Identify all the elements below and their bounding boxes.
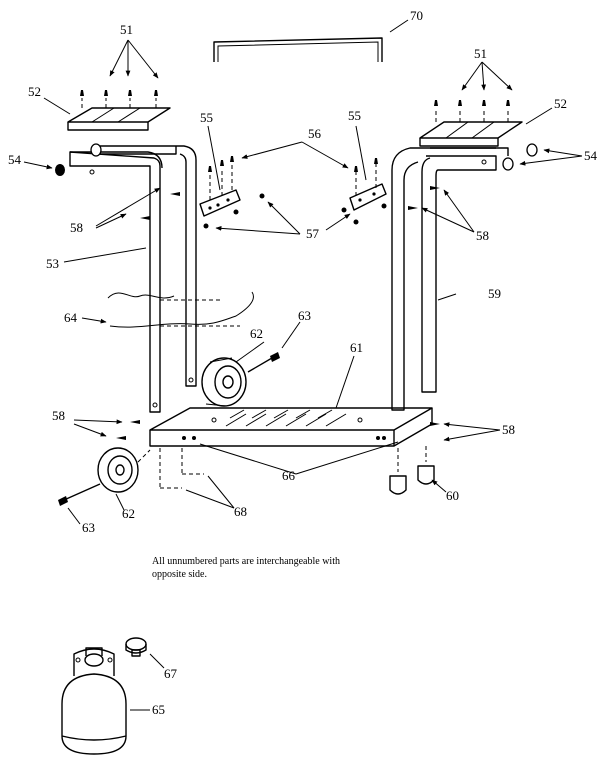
screw-58-left-upper-b [170,192,180,196]
screw-58-right-upper-a [430,186,440,190]
leader-55-right [355,125,367,181]
part-70-top-bracket [213,37,383,62]
part-64-cable [107,291,254,328]
leader-61 [335,355,355,409]
callout-58-c: 58 [52,408,65,423]
screws-51-right [434,100,510,106]
leader-52-right [525,107,553,125]
leader-60 [431,479,447,493]
callout-54-left: 54 [8,152,22,167]
screw-58-right-lower-a [430,422,440,426]
part-53-left-frame [69,145,197,413]
part-61-bottom-shelf [149,407,433,447]
callout-55-right: 55 [348,108,361,123]
callout-52-left: 52 [28,84,41,99]
callout-55-left: 55 [200,110,213,125]
part-65-propane-tank [61,647,127,755]
callout-68: 68 [234,504,247,519]
callout-62-bottom: 62 [122,506,135,521]
part-67-valve [125,637,147,657]
callout-60: 60 [446,488,459,503]
callout-62-top: 62 [250,326,263,341]
leader-58-right-lower-a [443,422,501,431]
note-line-2: opposite side. [152,569,207,580]
part-55-right-bracket [341,158,387,225]
leader-58-right-lower-b [443,429,501,442]
leader-51-right-c [481,61,513,91]
leader-63-bottom [67,507,81,525]
callout-65: 65 [152,702,165,717]
screws-51-left [80,90,158,96]
leader-57-b [215,225,301,235]
part-60-feet [389,446,435,495]
leader-63-top [281,321,301,349]
leader-58-left-b [95,213,127,229]
leader-57-a [267,201,301,235]
leader-54-left [23,161,53,170]
leader-54-right-b [519,155,583,166]
leader-66-b [295,441,399,475]
part-52-left-shelf [67,98,171,131]
callout-56: 56 [308,126,322,141]
leader-66-a [199,443,297,475]
callout-66: 66 [282,468,296,483]
leader-64 [81,317,107,324]
part-62-wheel-bottom [97,447,151,493]
callout-63-bottom: 63 [82,520,95,535]
part-68-brackets [159,448,204,489]
callout-58-b: 58 [476,228,489,243]
leader-57-c [325,213,351,231]
leader-54-right-a [543,148,583,157]
note-line-1: All unnumbered parts are interchangeable… [152,556,340,567]
leader-55-left [207,125,221,191]
callout-58-d: 58 [502,422,515,437]
leader-67 [149,653,165,669]
callout-57: 57 [306,226,320,241]
part-52-right-shelf [419,108,523,147]
callout-64: 64 [64,310,78,325]
callout-59: 59 [488,286,501,301]
callout-51-right: 51 [474,46,487,61]
screw-58-left-lower-a [130,420,140,424]
leader-58-right-b [421,207,475,233]
leader-58-left-a [95,187,161,227]
leader-53 [63,247,147,263]
part-59-right-frame [391,147,497,411]
callout-63-top: 63 [298,308,311,323]
screw-58-left-lower-b [116,436,126,440]
callout-52-right: 52 [554,96,567,111]
leader-56-a [241,141,303,159]
leader-51-left-a [109,39,129,77]
leader-52-left [43,97,71,115]
callout-61: 61 [350,340,363,355]
leader-70 [389,19,409,33]
leader-59 [437,293,457,301]
part-63-axle-bottom [58,483,101,506]
part-54-right-caps [430,143,538,171]
screw-58-left-upper [140,216,150,220]
leader-62-bottom [115,493,125,511]
callout-53: 53 [46,256,59,271]
callout-54-right: 54 [584,148,598,163]
callout-58-a: 58 [70,220,83,235]
leader-58-left-lower-a [73,419,123,425]
callout-67: 67 [164,666,178,681]
leader-56-b [301,141,349,169]
part-55-left-bracket [199,156,265,229]
leader-51-right-a [461,61,483,91]
leader-62-top [235,341,265,363]
callout-51-left: 51 [120,22,133,37]
leader-68-b [185,489,235,509]
leader-51-left-c [127,39,159,79]
leader-51-right-b [481,61,487,91]
leader-68-a [207,475,235,509]
part-63-axle-top [247,352,280,373]
callout-70: 70 [410,8,423,23]
leader-58-right-a [443,189,475,233]
part-62-wheel-top [201,357,247,407]
leader-58-left-lower-b [73,423,107,437]
screw-58-right-upper-b [408,206,418,210]
part-54-left-cap [55,143,102,176]
